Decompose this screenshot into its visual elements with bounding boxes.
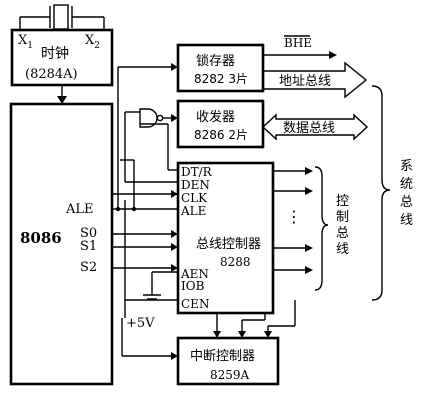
vcc-label: +5V	[126, 316, 155, 331]
bc-pin-dtr: DT/R	[181, 165, 213, 179]
bc-part: 8288	[220, 255, 251, 269]
bc-pin-cen: CEN	[181, 297, 209, 311]
address-bus-arrow	[262, 61, 368, 99]
bc-pin-aen: AEN	[180, 267, 209, 281]
bc-title: 总线控制器	[196, 237, 261, 252]
data-bus-arrow	[261, 113, 369, 141]
clock-x1-sub: 1	[27, 41, 33, 51]
bus-controller-box	[176, 161, 275, 315]
control-bus-char-1: 控	[336, 194, 349, 209]
latch-part: 8282 3片	[194, 72, 248, 86]
transceiver-title: 收发器	[196, 109, 235, 125]
clock-title: 时钟	[41, 45, 69, 62]
bc-pin-clk: CLK	[181, 191, 208, 205]
cpu-name: 8086	[20, 229, 62, 247]
cpu-pin-s2: S2	[80, 260, 97, 275]
cpu-box	[9, 102, 114, 386]
transceiver-part: 8286 2片	[194, 128, 248, 142]
system-bus-char-4: 线	[400, 213, 413, 228]
cpu-pin-s1: S1	[80, 239, 97, 254]
system-bus-char-3: 总	[400, 195, 413, 210]
address-bus-label: 地址总线	[279, 74, 331, 89]
crystal-oscillator	[19, 4, 105, 30]
bc-pin-iob: IOB	[181, 279, 205, 293]
svg-text:X1: X1	[18, 33, 33, 51]
control-bus-char-3: 总	[336, 226, 349, 241]
latch-title: 锁存器	[196, 53, 235, 69]
interrupt-controller-box	[176, 336, 280, 386]
data-bus-label: 数据总线	[283, 121, 335, 136]
system-bus-char-1: 系	[400, 159, 413, 174]
bhe-label: BHE	[284, 36, 312, 50]
control-bus-char-2: 制	[336, 210, 349, 225]
control-bus-dots: ⋮	[286, 207, 302, 226]
control-bus-char-4: 线	[336, 242, 349, 257]
svg-text:X2: X2	[85, 33, 100, 51]
bc-pin-den: DEN	[181, 178, 210, 192]
bc-pin-ale: ALE	[180, 204, 206, 218]
clock-x1-label: X	[18, 33, 28, 48]
system-bus-char-2: 统	[400, 177, 413, 192]
clock-x2-sub: 2	[94, 41, 100, 51]
cpu-pin-s0: S0	[80, 226, 97, 241]
latch-box	[176, 43, 265, 93]
clock-part: (8284A)	[25, 67, 78, 82]
clock-x2-label: X	[85, 33, 95, 48]
transceiver-box	[176, 99, 265, 149]
system-bus-brace	[371, 85, 391, 301]
cpu-pin-ale: ALE	[65, 202, 94, 217]
ic-part: 8259A	[210, 368, 250, 382]
ic-title: 中断控制器	[190, 349, 255, 364]
nand-gate	[124, 108, 178, 182]
control-bus-brace	[314, 166, 329, 291]
